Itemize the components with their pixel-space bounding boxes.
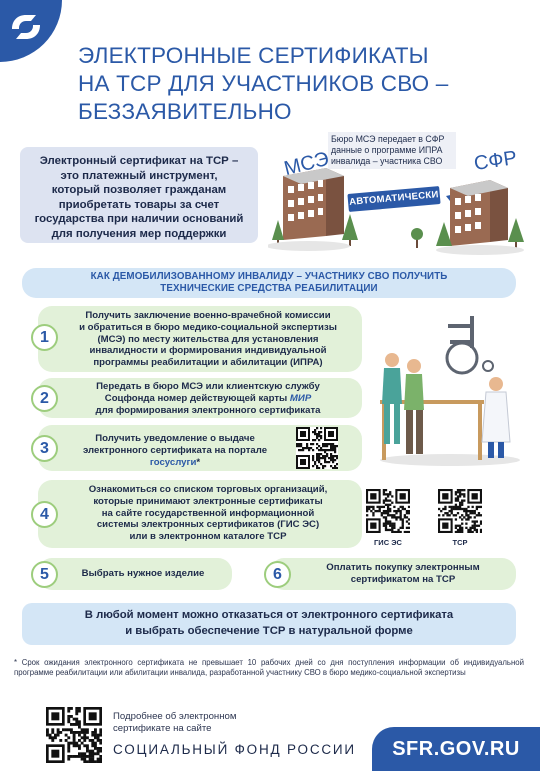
sfr-logo-icon	[12, 15, 40, 39]
intro-line: приобретать товары за счет	[58, 198, 220, 211]
step-number-badge: 3	[31, 435, 58, 462]
step-line: Соцфонда номер действующей карты МИР	[60, 393, 356, 405]
banner-line: КАК ДЕМОБИЛИЗОВАННОМУ ИНВАЛИДУ – УЧАСТНИ…	[90, 271, 448, 282]
step-line: системы электронных сертификатов (ГИС ЭС…	[60, 519, 356, 531]
step-line: госуслуги*	[60, 457, 290, 469]
step-1-box: Получить заключение военно-врачебной ком…	[38, 306, 362, 372]
step-line: (МСЭ) по месту жительства для установлен…	[97, 333, 319, 345]
more-info-line: сертификате на сайте	[113, 723, 212, 734]
step-line: которые принимают электронные сертификат…	[93, 495, 323, 507]
wheelchair-icon	[445, 316, 494, 375]
step-line: инвалидности и формирования индивидуальн…	[89, 345, 327, 357]
hero-note-line: инвалида – участника СВО	[331, 156, 443, 166]
rehabilitation-illustration	[380, 316, 520, 466]
tsr-catalog-qr-code[interactable]	[438, 489, 482, 533]
step-line-text: или в	[129, 531, 159, 543]
opt-out-note: В любой момент можно отказаться от элект…	[22, 603, 516, 645]
step-line: Оплатить покупку электронным	[326, 562, 480, 573]
more-info-line: Подробнее об электронном	[113, 711, 237, 722]
hero-note-line: Бюро МСЭ передает в СФР	[331, 134, 445, 144]
step-5-box: Выбрать нужное изделие	[38, 558, 232, 590]
intro-definition-box: Электронный сертификат на ТСР – это плат…	[20, 147, 258, 243]
opt-out-line: и выбрать обеспечение ТСР в натуральной …	[125, 624, 413, 637]
gosuslugi-qr-code[interactable]	[296, 427, 338, 469]
more-info-text: Подробнее об электронном сертификате на …	[113, 711, 273, 735]
gis-es-qr-label: ГИС ЭС	[374, 538, 402, 547]
step-line-bold: электронном каталоге ТСР	[158, 531, 287, 543]
footnote-mark: *	[196, 456, 201, 468]
gis-es-qr-code[interactable]	[366, 489, 410, 533]
step-number-badge: 2	[31, 385, 58, 412]
mir-card-logo: МИР	[289, 392, 312, 404]
hero-note-line: данные о программе ИПРА	[331, 145, 443, 155]
gosuslugi-logo: госуслуги	[149, 456, 197, 468]
step-line: сертификатом на ТСР	[350, 573, 456, 585]
step-line: и обратиться в бюро медико-социальной эк…	[79, 321, 337, 333]
step-number-badge: 4	[31, 501, 58, 528]
tsr-qr-label: ТСР	[452, 538, 468, 547]
footnote: * Срок ожидания электронного сертификата…	[14, 658, 524, 677]
step-line: Ознакомиться со списком торговых организ…	[88, 484, 328, 495]
banner-line: ТЕХНИЧЕСКИЕ СРЕДСТВА РЕАБИЛИТАЦИИ	[160, 283, 378, 294]
section-banner: КАК ДЕМОБИЛИЗОВАННОМУ ИНВАЛИДУ – УЧАСТНИ…	[22, 268, 516, 298]
step-line: Выбрать нужное изделие	[81, 568, 205, 579]
intro-line: который позволяет гражданам	[51, 184, 227, 196]
title-line: ЭЛЕКТРОННЫЕ СЕРТИФИКАТЫ	[78, 43, 429, 68]
buildings-illustration	[268, 168, 524, 255]
step-2-box: Передать в бюро МСЭ или клиентскую служб…	[38, 378, 362, 418]
hero-note: Бюро МСЭ передает в СФР данные о програм…	[328, 132, 456, 169]
site-url-link[interactable]: SFR.GOV.RU	[372, 727, 540, 771]
organization-name: СОЦИАЛЬНЫЙ ФОНД РОССИИ	[113, 742, 356, 757]
page-title: ЭЛЕКТРОННЫЕ СЕРТИФИКАТЫ НА ТСР ДЛЯ УЧАСТ…	[78, 42, 508, 126]
intro-line: это платежный инструмент,	[60, 169, 218, 182]
step-line: на сайте государственной информационной	[101, 507, 315, 519]
title-line: БЕЗЗАЯВИТЕЛЬНО	[78, 99, 292, 124]
sfr-site-qr-code[interactable]	[46, 707, 102, 763]
step-line-bold: (ГИС ЭС)	[277, 519, 320, 531]
step-number-badge: 5	[31, 561, 58, 588]
hero-illustration: Бюро МСЭ передает в СФР данные о програм…	[268, 128, 530, 256]
step-line-text: системы электронных сертификатов	[96, 519, 278, 531]
step-line: Получить заключение военно-врачебной ком…	[85, 310, 331, 321]
step-line: или в электронном каталоге ТСР	[60, 531, 356, 543]
step-line: электронного сертификата на портале	[82, 444, 268, 456]
step-number-badge: 1	[31, 324, 58, 351]
step-line: Передать в бюро МСЭ или клиентскую служб…	[96, 381, 320, 392]
step-6-box: Оплатить покупку электронным сертификато…	[270, 558, 516, 590]
step-number-badge: 6	[264, 561, 291, 588]
intro-line: Электронный сертификат на ТСР –	[39, 155, 239, 167]
title-line: НА ТСР ДЛЯ УЧАСТНИКОВ СВО –	[78, 71, 449, 96]
step-line: программы реабилитации и абилитации (ИПР…	[93, 357, 323, 369]
step-line: для формирования электронного сертификат…	[95, 404, 321, 416]
step-4-box: Ознакомиться со списком торговых организ…	[38, 480, 362, 548]
step-line: Получить уведомление о выдаче	[95, 433, 255, 444]
intro-line: для получения мер поддержки	[51, 227, 227, 240]
step-line-text: Соцфонда номер действующей карты	[104, 392, 290, 404]
opt-out-line: В любой момент можно отказаться от элект…	[84, 609, 454, 621]
intro-line: государства при наличии оснований	[34, 213, 244, 225]
